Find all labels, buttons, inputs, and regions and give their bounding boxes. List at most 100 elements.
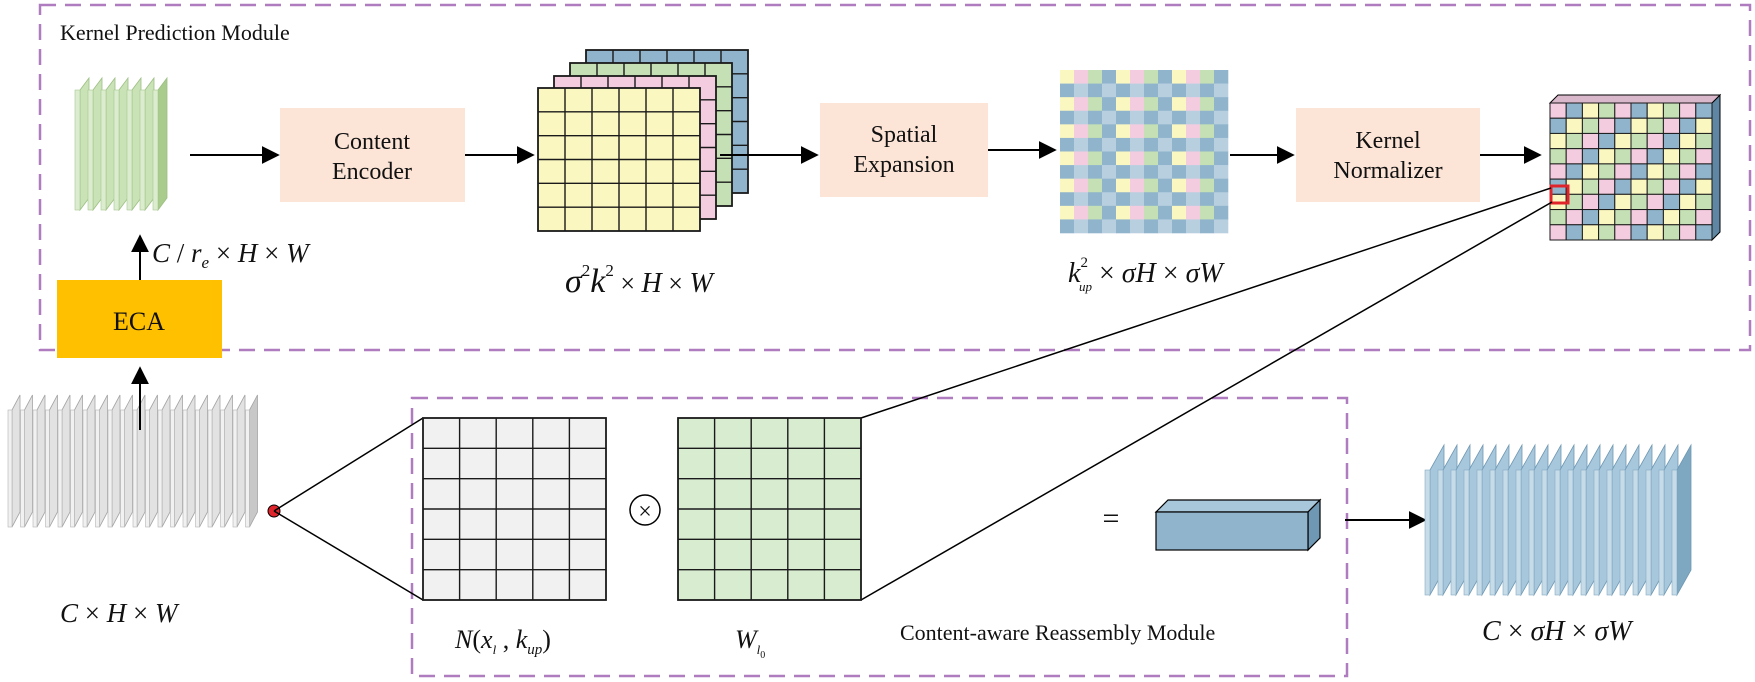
kernel-prediction-module-title: Kernel Prediction Module [60,20,290,45]
expanded-cell [1102,151,1117,166]
expanded-cell [1074,70,1089,84]
expanded-cell [1088,178,1103,193]
predicted-kernel-map [537,49,749,232]
input-slab-edge [107,409,113,528]
cube-cell [1695,163,1713,180]
cube-cell [1565,148,1583,165]
input-slab-edge [195,409,200,528]
input-slab-edge [157,409,163,528]
expanded-cell [1144,192,1159,207]
expanded-cell [1200,137,1215,152]
input-slab-edge [57,409,63,528]
cube-cell [1581,148,1600,165]
expanded-cell [1060,151,1075,166]
cube-cell [1565,102,1583,119]
compressed-feature-map [74,76,168,212]
expanded-cell [1060,219,1075,234]
cube-cell [1565,117,1583,134]
expanded-cell [1186,178,1201,193]
cube-cell [1614,132,1632,150]
expanded-cell [1172,137,1187,152]
cube-cell [1614,224,1632,241]
cube-cell [1549,209,1567,226]
cube-cell [1646,148,1664,165]
cube-cell [1695,209,1713,226]
expanded-cell [1074,83,1089,98]
output-slab-edge [1671,469,1678,596]
expanded-cell [1186,151,1201,166]
expanded-cell [1074,178,1089,193]
cube-cell [1662,209,1681,226]
input-slab [124,394,133,528]
expanded-cell [1200,219,1215,234]
output-slab [1676,443,1692,597]
expanded-cell [1074,219,1089,234]
expanded-cell [1200,165,1215,179]
expanded-cell [1214,124,1229,139]
cube-cell [1679,132,1697,150]
expanded-cell [1060,83,1075,98]
input-slab-edge [207,409,213,528]
output-slab-edge [1528,469,1535,596]
cube-cell [1598,209,1616,226]
cube-cell [1695,178,1713,195]
compressed-slab [118,76,129,212]
expanded-cell [1074,137,1089,152]
cube-cell [1662,132,1681,150]
cube-cell [1565,132,1583,150]
output-slab-edge [1424,469,1431,596]
expanded-cell [1102,165,1117,179]
expanded-cell [1060,205,1075,220]
expanded-cell [1214,151,1229,166]
output-slab-edge [1606,469,1613,596]
cube-cell [1662,193,1681,211]
expanded-cell [1186,205,1201,220]
expanded-cell [1144,97,1159,112]
input-slab [149,394,158,528]
output-slab-edge [1489,469,1496,596]
compressed-slab-edge [126,89,133,211]
expanded-cell [1186,124,1201,139]
expanded-cell [1116,219,1131,234]
expanded-cell [1088,205,1103,220]
cube-cell [1598,224,1616,241]
expanded-cell [1088,137,1103,152]
cube-cell [1679,178,1697,195]
expanded-cell [1214,83,1229,98]
expanded-cell [1116,205,1131,220]
output-slab-edge [1567,469,1574,596]
cube-cell [1695,148,1713,165]
input-slab [86,394,96,528]
expanded-cell [1130,124,1145,139]
expanded-cell [1158,97,1173,112]
cube-cell [1565,163,1583,180]
expanded-cell [1088,192,1103,207]
expanded-cell [1116,192,1131,207]
expanded-cell [1144,151,1159,166]
input-feature-map [7,394,258,528]
neighborhood-label: N(xl , kup) [454,625,551,658]
expanded-cell [1158,178,1173,193]
output-slab-edge [1632,469,1639,596]
cube-cell [1662,148,1681,165]
expanded-cell [1186,110,1201,125]
output-slab-edge [1463,469,1470,596]
expanded-cell [1214,110,1229,125]
output-slab-edge [1437,469,1444,596]
input-slab-edge [132,409,138,528]
expanded-cell [1200,124,1215,139]
output-slab-edge [1580,469,1587,596]
cube-cell [1646,102,1664,119]
cube-cell [1565,209,1583,226]
expanded-cell [1088,110,1103,125]
expanded-cell [1060,110,1075,125]
input-slab [74,394,83,528]
output-slab-edge [1502,469,1509,596]
cube-cell [1695,102,1713,119]
input-slab [49,394,58,528]
input-slab-edge [32,409,38,528]
input-slab-edge [170,409,175,528]
expanded-cell [1102,97,1117,112]
expanded-cell [1102,205,1117,220]
expanded-cell [1158,205,1173,220]
